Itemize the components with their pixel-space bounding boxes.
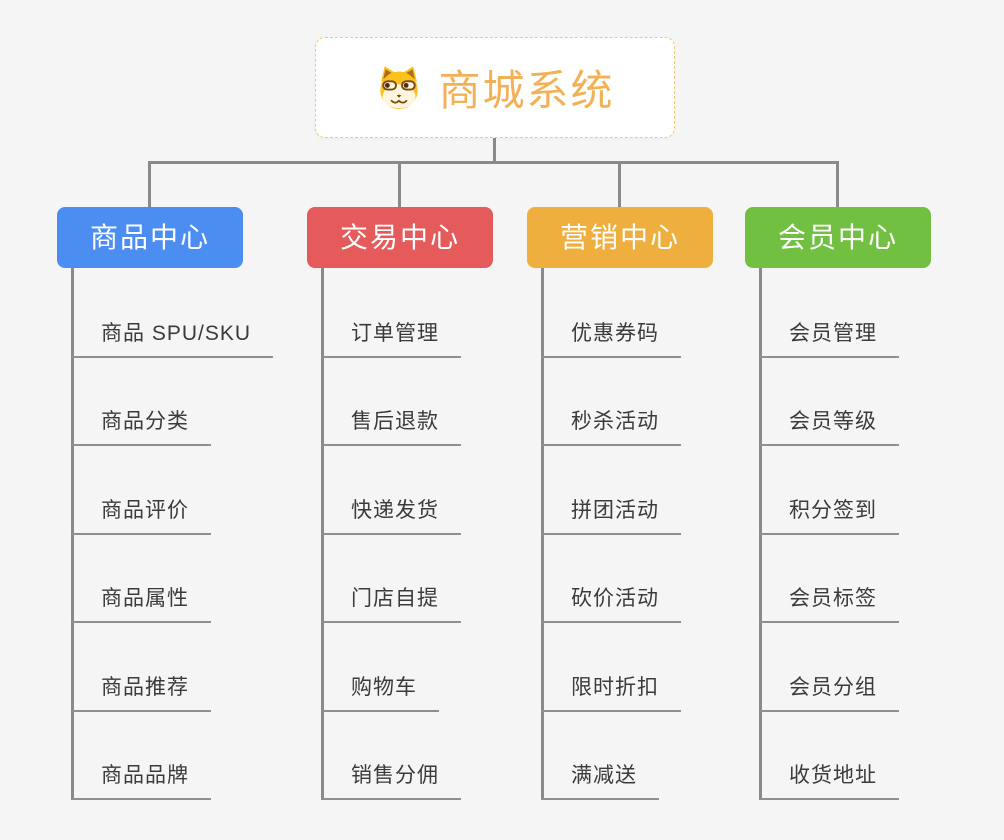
branch-box-members[interactable]: 会员中心 (745, 207, 931, 268)
leaf-node[interactable]: 门店自提 (321, 583, 461, 623)
leaf-node[interactable]: 优惠券码 (541, 318, 681, 358)
dog-face-icon (375, 64, 423, 112)
leaf-node[interactable]: 商品推荐 (71, 672, 211, 712)
leaf-node[interactable]: 秒杀活动 (541, 406, 681, 446)
leaf-node[interactable]: 会员分组 (759, 672, 899, 712)
connector-root-stub (493, 138, 496, 162)
root-node[interactable]: 商城系统 (315, 37, 675, 138)
leaf-node[interactable]: 商品分类 (71, 406, 211, 446)
connector-drop-members (836, 161, 839, 208)
leaf-node[interactable]: 商品属性 (71, 583, 211, 623)
connector-drop-products (148, 161, 151, 208)
leaf-node[interactable]: 快递发货 (321, 495, 461, 535)
connector-drop-marketing (618, 161, 621, 208)
leaf-node[interactable]: 砍价活动 (541, 583, 681, 623)
leaf-node[interactable]: 订单管理 (321, 318, 461, 358)
branch-box-products[interactable]: 商品中心 (57, 207, 243, 268)
branch-box-trade[interactable]: 交易中心 (307, 207, 493, 268)
leaf-node[interactable]: 商品 SPU/SKU (71, 318, 274, 358)
connector-drop-trade (398, 161, 401, 208)
root-title: 商城系统 (438, 67, 615, 114)
leaf-node[interactable]: 限时折扣 (541, 672, 681, 712)
branch-box-marketing[interactable]: 营销中心 (527, 207, 713, 268)
leaf-node[interactable]: 积分签到 (759, 495, 899, 535)
leaf-node[interactable]: 收货地址 (759, 760, 899, 800)
leaf-node[interactable]: 购物车 (321, 672, 439, 712)
leaf-node[interactable]: 商品品牌 (71, 760, 211, 800)
leaf-node[interactable]: 商品评价 (71, 495, 211, 535)
leaf-node[interactable]: 会员等级 (759, 406, 899, 446)
leaf-node[interactable]: 会员管理 (759, 318, 899, 358)
leaf-node[interactable]: 会员标签 (759, 583, 899, 623)
leaf-node[interactable]: 销售分佣 (321, 760, 461, 800)
leaf-node[interactable]: 拼团活动 (541, 495, 681, 535)
connector-trunk (148, 161, 839, 164)
leaf-node[interactable]: 售后退款 (321, 406, 461, 446)
leaf-node[interactable]: 满减送 (541, 760, 659, 800)
